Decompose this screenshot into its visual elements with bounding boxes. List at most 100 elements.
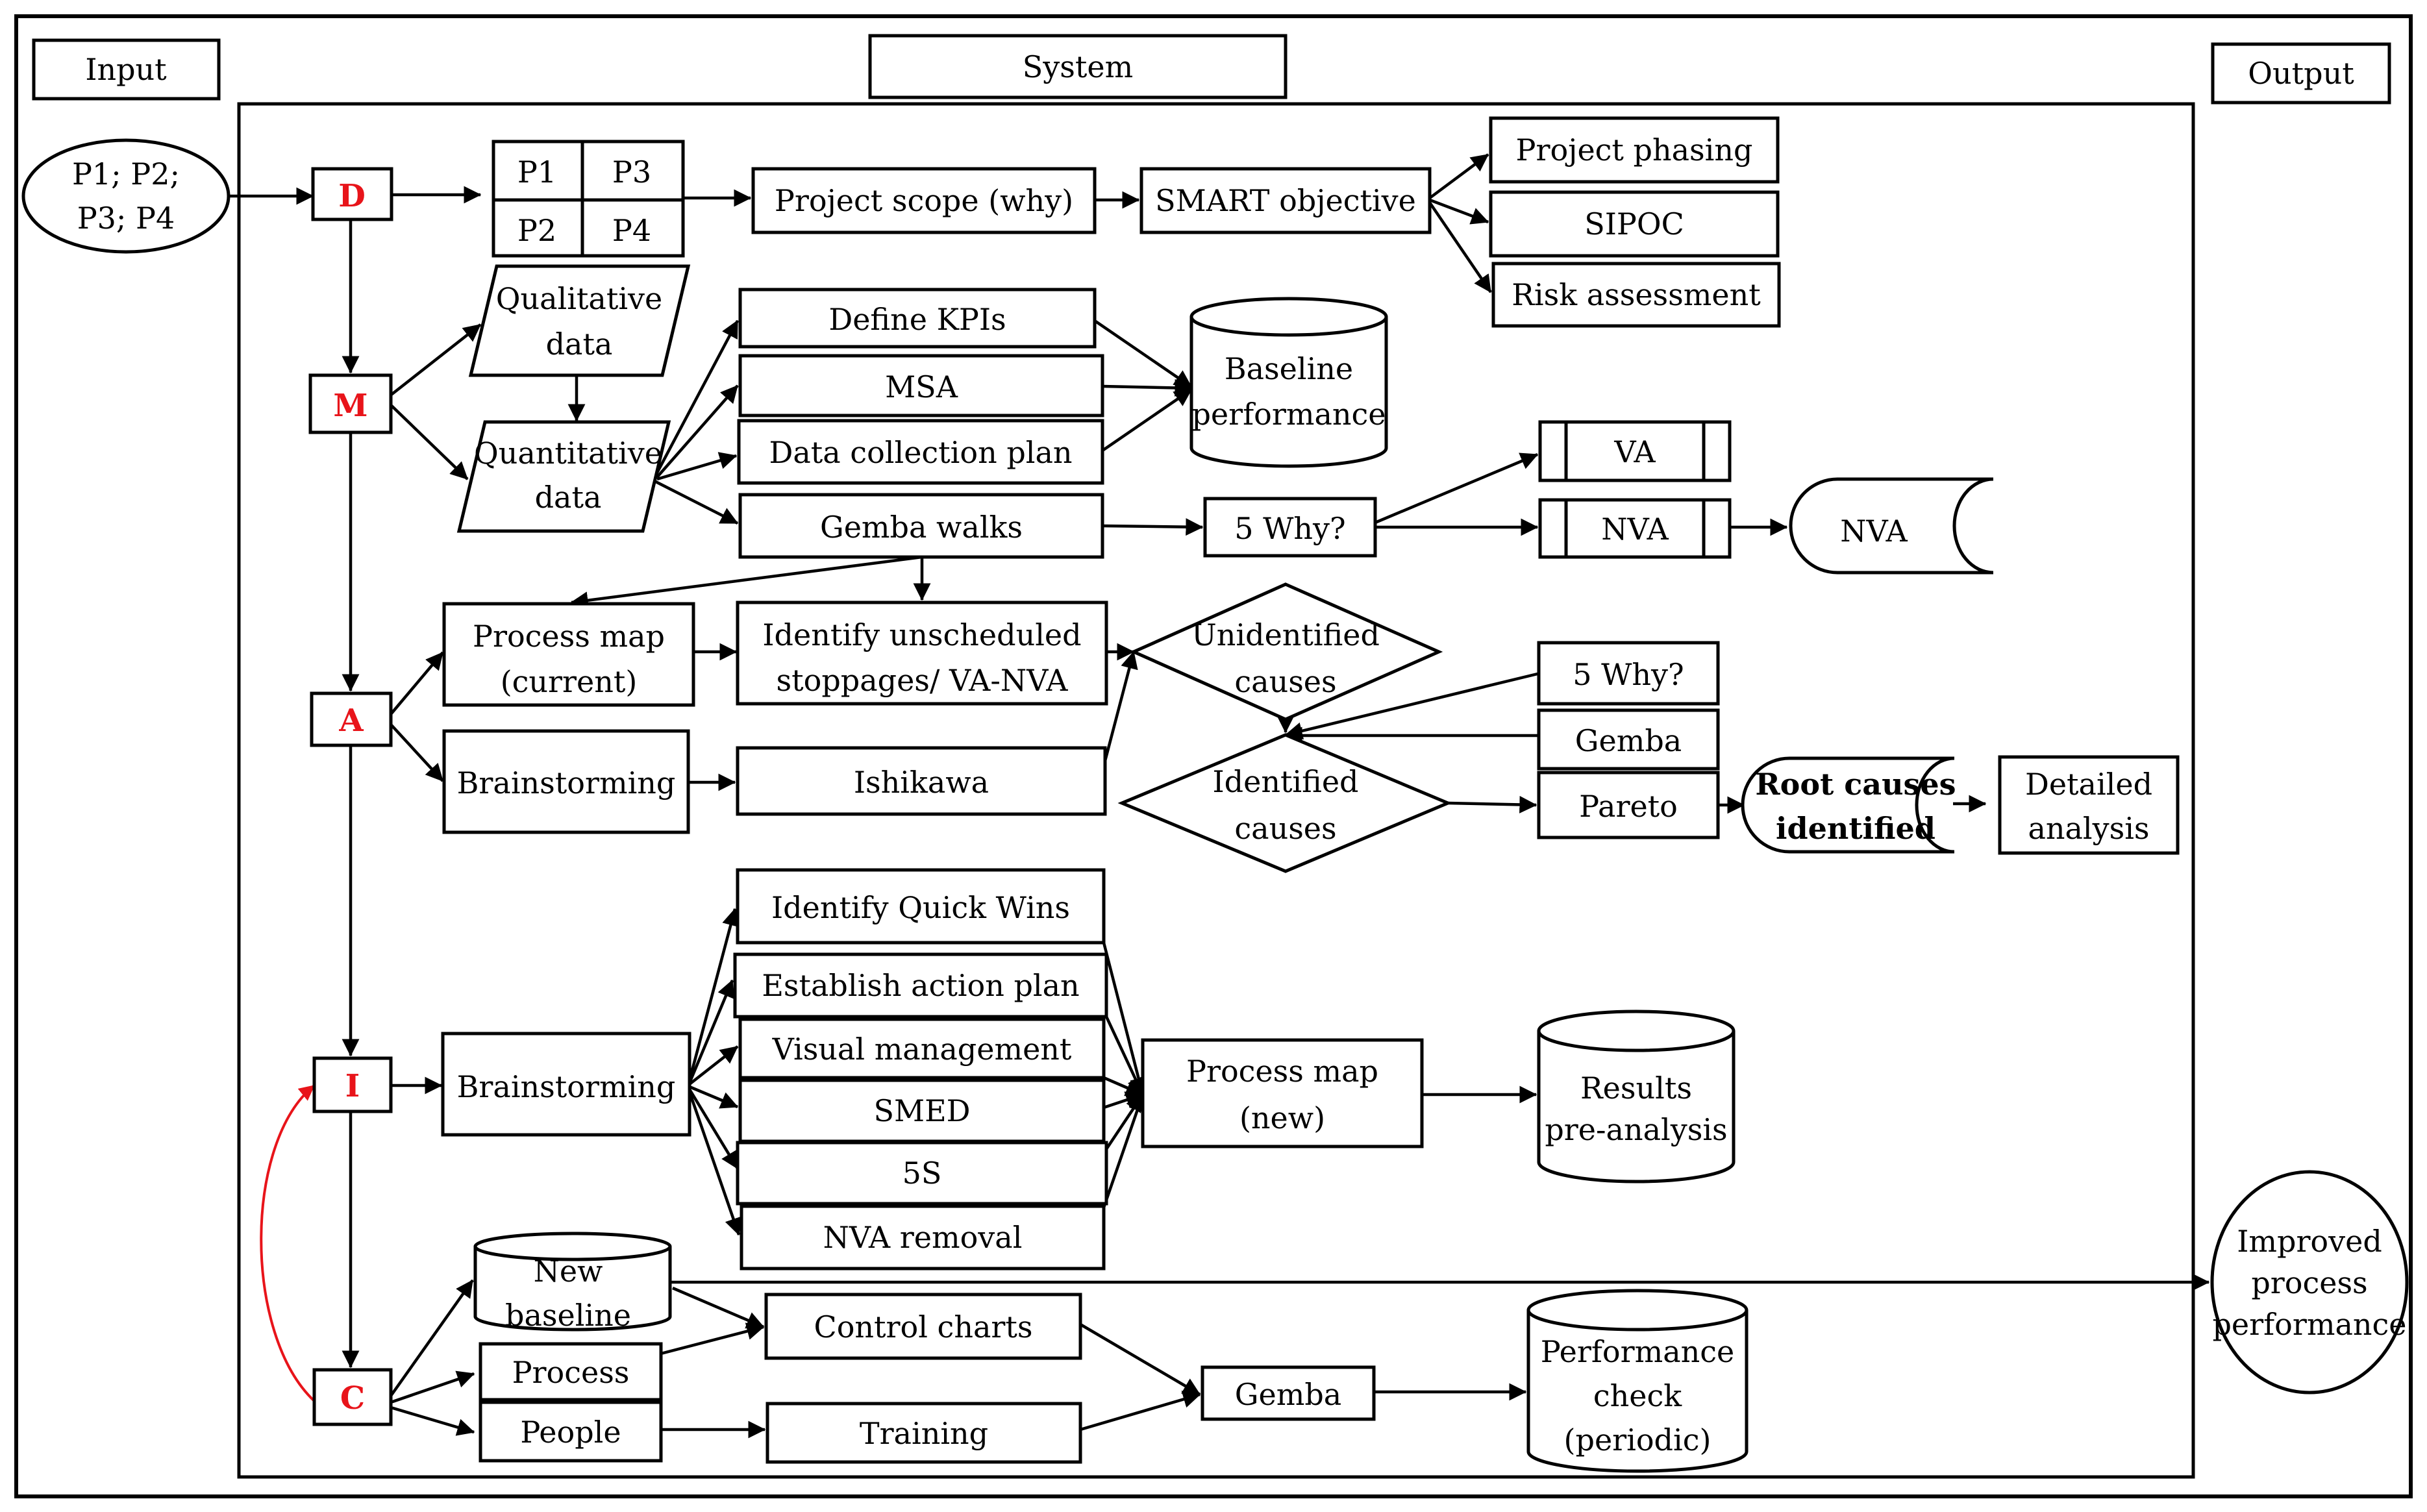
svg-text:pre-analysis: pre-analysis bbox=[1545, 1112, 1727, 1147]
svg-text:5S: 5S bbox=[902, 1156, 942, 1191]
svg-text:causes: causes bbox=[1234, 811, 1336, 846]
pareto-box: Pareto bbox=[1537, 771, 1720, 839]
va-box: VA bbox=[1538, 420, 1732, 482]
performance-check-cylinder: Performance check (periodic) bbox=[1526, 1289, 1749, 1473]
svg-text:P2: P2 bbox=[517, 213, 556, 248]
svg-text:5 Why?: 5 Why? bbox=[1234, 511, 1345, 546]
phase-c: C bbox=[312, 1368, 393, 1426]
svg-text:Project scope (why): Project scope (why) bbox=[775, 183, 1073, 218]
improve-item-quick-wins: Identify Quick Wins bbox=[736, 868, 1106, 945]
svg-text:P3; P4: P3; P4 bbox=[77, 201, 175, 236]
svg-text:causes: causes bbox=[1234, 664, 1336, 699]
identify-unscheduled-box: Identify unscheduled stoppages/ VA-NVA bbox=[736, 601, 1108, 706]
svg-text:C: C bbox=[340, 1380, 365, 1417]
svg-text:People: People bbox=[520, 1415, 621, 1450]
svg-text:NVA: NVA bbox=[1601, 512, 1669, 547]
nva-box: NVA bbox=[1538, 498, 1732, 559]
brainstorming-improve-box: Brainstorming bbox=[441, 1032, 691, 1137]
quantitative-data: Quantitative data bbox=[456, 420, 671, 533]
svg-text:Control charts: Control charts bbox=[814, 1309, 1033, 1345]
svg-text:baseline: baseline bbox=[505, 1298, 631, 1333]
svg-text:Visual management: Visual management bbox=[772, 1032, 1072, 1067]
five-why-box: 5 Why? bbox=[1203, 497, 1377, 558]
unidentified-causes-diamond: Unidentified causes bbox=[1129, 582, 1443, 721]
svg-text:Process map: Process map bbox=[473, 619, 665, 654]
svg-text:Unidentified: Unidentified bbox=[1191, 617, 1380, 652]
nva-stored-data: NVA bbox=[1789, 477, 1994, 575]
improve-item-5s: 5S bbox=[736, 1141, 1108, 1206]
svg-text:Ishikawa: Ishikawa bbox=[854, 765, 989, 800]
svg-text:SIPOC: SIPOC bbox=[1584, 206, 1684, 242]
svg-text:P1: P1 bbox=[517, 155, 556, 190]
svg-text:analysis: analysis bbox=[2028, 811, 2149, 846]
svg-text:check: check bbox=[1593, 1378, 1682, 1413]
data-collection-plan-box: Data collection plan bbox=[737, 419, 1104, 485]
detailed-analysis-box: Detailed analysis bbox=[1998, 755, 2180, 855]
svg-text:process: process bbox=[2251, 1265, 2367, 1300]
svg-text:SMED: SMED bbox=[873, 1093, 970, 1128]
svg-text:5 Why?: 5 Why? bbox=[1573, 657, 1684, 692]
system-header: System bbox=[868, 34, 1288, 99]
svg-text:Baseline: Baseline bbox=[1225, 351, 1353, 386]
svg-text:Brainstorming: Brainstorming bbox=[457, 765, 676, 800]
improve-item-nva-removal: NVA removal bbox=[740, 1204, 1106, 1270]
svg-text:VA: VA bbox=[1613, 434, 1656, 469]
svg-text:identified: identified bbox=[1776, 811, 1935, 846]
svg-text:MSA: MSA bbox=[885, 369, 958, 404]
svg-text:New: New bbox=[534, 1254, 603, 1289]
control-charts-box: Control charts bbox=[764, 1293, 1082, 1360]
phase-d: D bbox=[311, 167, 393, 221]
system-frame bbox=[237, 102, 2195, 1479]
improve-item-visual-management: Visual management bbox=[738, 1017, 1106, 1080]
svg-text:P3: P3 bbox=[612, 155, 651, 190]
svg-text:A: A bbox=[338, 702, 364, 739]
svg-text:Identify unscheduled: Identify unscheduled bbox=[762, 617, 1081, 652]
output-node: Improved process performance bbox=[2210, 1170, 2409, 1394]
improve-item-action-plan: Establish action plan bbox=[733, 952, 1108, 1019]
svg-text:Brainstorming: Brainstorming bbox=[457, 1069, 676, 1104]
svg-text:Project phasing: Project phasing bbox=[1516, 132, 1753, 167]
project-scope-box: Project scope (why) bbox=[751, 167, 1097, 234]
svg-text:data: data bbox=[535, 480, 602, 515]
svg-text:Performance: Performance bbox=[1541, 1334, 1734, 1369]
svg-text:Gemba: Gemba bbox=[1575, 723, 1682, 758]
project-phasing-box: Project phasing bbox=[1489, 116, 1780, 184]
svg-text:NVA: NVA bbox=[1840, 514, 1908, 549]
svg-text:(current): (current) bbox=[501, 664, 638, 699]
define-kpis-box: Define KPIs bbox=[738, 288, 1097, 349]
svg-text:Input: Input bbox=[85, 52, 167, 87]
improve-item-smed: SMED bbox=[738, 1078, 1106, 1143]
msa-box: MSA bbox=[738, 354, 1104, 417]
qualitative-data: Qualitative data bbox=[468, 264, 691, 377]
people-box: People bbox=[479, 1400, 663, 1463]
svg-text:Gemba walks: Gemba walks bbox=[820, 510, 1023, 545]
svg-text:System: System bbox=[1023, 49, 1133, 84]
input-header: Input bbox=[32, 38, 221, 101]
svg-text:performance: performance bbox=[1191, 397, 1386, 432]
new-baseline-cylinder: New baseline bbox=[473, 1232, 672, 1333]
svg-text:stoppages/ VA-NVA: stoppages/ VA-NVA bbox=[777, 663, 1069, 698]
svg-text:Qualitative: Qualitative bbox=[496, 281, 663, 316]
baseline-performance-cylinder: Baseline performance bbox=[1189, 297, 1388, 468]
ishikawa-box: Ishikawa bbox=[736, 746, 1107, 816]
training-box: Training bbox=[765, 1402, 1082, 1464]
sipoc-box: SIPOC bbox=[1489, 190, 1780, 258]
p-grid: P1 P3 P2 P4 bbox=[492, 140, 685, 258]
svg-text:Detailed: Detailed bbox=[2025, 767, 2152, 802]
svg-text:Output: Output bbox=[2248, 56, 2354, 91]
risk-assessment-box: Risk assessment bbox=[1491, 262, 1781, 328]
svg-text:(new): (new) bbox=[1239, 1100, 1325, 1135]
svg-text:P4: P4 bbox=[612, 213, 651, 248]
svg-text:I: I bbox=[345, 1068, 360, 1104]
svg-text:Establish action plan: Establish action plan bbox=[762, 968, 1079, 1003]
svg-text:Gemba: Gemba bbox=[1235, 1377, 1341, 1412]
output-header: Output bbox=[2211, 42, 2391, 105]
gemba-analyze-box: Gemba bbox=[1537, 708, 1720, 771]
svg-text:Identified: Identified bbox=[1212, 764, 1358, 799]
five-why-analyze-box: 5 Why? bbox=[1537, 641, 1720, 706]
svg-text:Identify Quick Wins: Identify Quick Wins bbox=[771, 890, 1070, 925]
svg-text:data: data bbox=[546, 327, 613, 362]
phase-i: I bbox=[312, 1056, 393, 1113]
process-box: Process bbox=[479, 1342, 663, 1402]
